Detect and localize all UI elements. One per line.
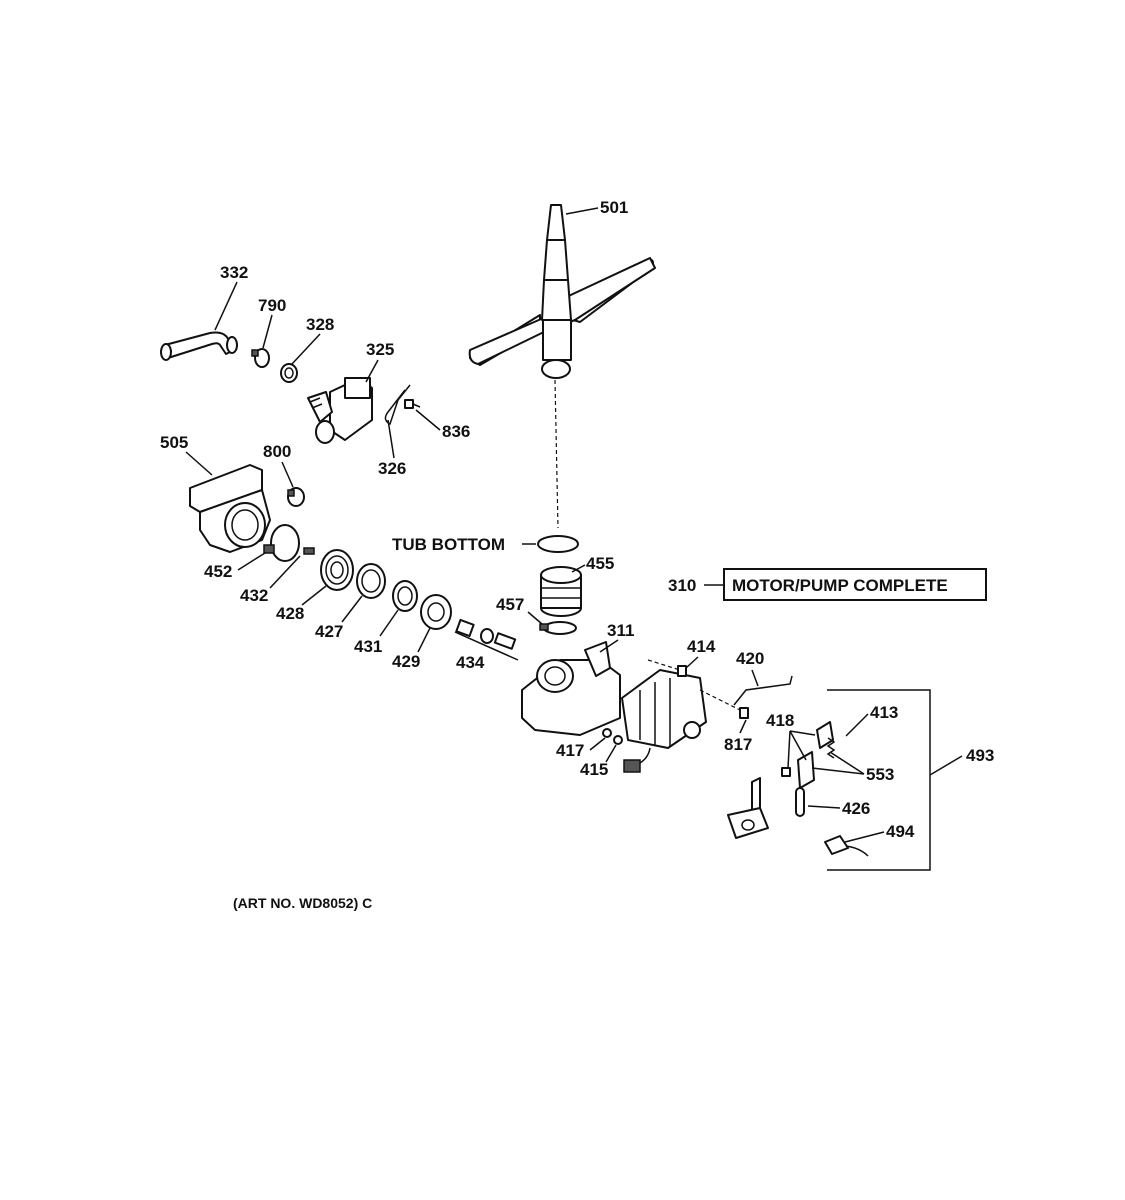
part-label-431: 431 bbox=[354, 637, 382, 656]
motor-pump-assembly-drawing bbox=[521, 641, 707, 773]
clamp-800-drawing bbox=[287, 487, 305, 507]
part-label-455: 455 bbox=[586, 554, 614, 573]
screw-836-drawing bbox=[404, 399, 421, 409]
part-label-413: 413 bbox=[870, 703, 898, 722]
part-label-415: 415 bbox=[580, 760, 608, 779]
part-label-836: 836 bbox=[442, 422, 470, 441]
part-label-428: 428 bbox=[276, 604, 304, 623]
filter-428-drawing bbox=[320, 549, 354, 591]
part-label-494: 494 bbox=[886, 822, 915, 841]
part-label-790: 790 bbox=[258, 296, 286, 315]
part-label-432: 432 bbox=[240, 586, 268, 605]
tub-bottom-seal-drawing bbox=[537, 535, 579, 553]
clamp-457-drawing bbox=[539, 621, 577, 635]
clamp-452-432-drawing bbox=[263, 524, 315, 562]
part-label-417: 417 bbox=[556, 741, 584, 760]
part-label-493: 493 bbox=[966, 746, 994, 765]
part-label-457: 457 bbox=[496, 595, 524, 614]
part-label-325: 325 bbox=[366, 340, 394, 359]
motor-pump-number: 310 bbox=[668, 576, 696, 595]
part-label-800: 800 bbox=[263, 442, 291, 461]
part-label-553: 553 bbox=[866, 765, 894, 784]
gasket-431-drawing bbox=[392, 580, 418, 612]
connector-494-drawing bbox=[824, 835, 869, 857]
motor-pump-label: MOTOR/PUMP COMPLETE bbox=[732, 576, 948, 595]
part-label-332: 332 bbox=[220, 263, 248, 282]
part-label-429: 429 bbox=[392, 652, 420, 671]
tub-bottom-label: TUB BOTTOM bbox=[392, 535, 505, 554]
seal-328-drawing bbox=[280, 363, 298, 383]
sump-housing-drawing bbox=[189, 464, 271, 553]
part-label-817: 817 bbox=[724, 735, 752, 754]
part-label-420: 420 bbox=[736, 649, 764, 668]
screw-414-drawing bbox=[647, 659, 687, 677]
group-493-bracket bbox=[827, 689, 931, 871]
washer-417-drawing bbox=[602, 728, 612, 738]
spray-arm-drawing bbox=[468, 204, 656, 529]
part-label-328: 328 bbox=[306, 315, 334, 334]
part-label-414: 414 bbox=[687, 637, 716, 656]
drain-hose-drawing bbox=[160, 331, 238, 361]
nut-415-drawing bbox=[613, 735, 623, 745]
screw-817-drawing bbox=[699, 689, 749, 719]
ring-427-drawing bbox=[356, 563, 386, 599]
clip-326-drawing bbox=[384, 384, 411, 426]
part-label-418: 418 bbox=[766, 711, 794, 730]
bellows-455-drawing bbox=[540, 566, 582, 617]
seal-kit-434-drawing bbox=[454, 618, 519, 661]
clamp-790-drawing bbox=[251, 348, 270, 368]
mounting-bracket-drawing bbox=[727, 777, 769, 839]
art-number: (ART NO. WD8052) C bbox=[233, 895, 372, 911]
spring-413-drawing bbox=[826, 737, 836, 759]
impeller-429-drawing bbox=[420, 594, 452, 630]
part-label-311: 311 bbox=[607, 621, 634, 640]
part-label-505: 505 bbox=[160, 433, 188, 452]
drain-pump-drawing bbox=[307, 377, 373, 444]
part-label-427: 427 bbox=[315, 622, 343, 641]
wire-420-drawing bbox=[733, 675, 793, 706]
part-label-434: 434 bbox=[456, 653, 485, 672]
part-label-501: 501 bbox=[600, 198, 628, 217]
bracket-418-drawing bbox=[781, 721, 834, 789]
tube-426-drawing bbox=[795, 787, 805, 817]
part-label-426: 426 bbox=[842, 799, 870, 818]
motor-pump-callout-box bbox=[723, 568, 987, 601]
part-label-452: 452 bbox=[204, 562, 232, 581]
part-label-326: 326 bbox=[378, 459, 406, 478]
